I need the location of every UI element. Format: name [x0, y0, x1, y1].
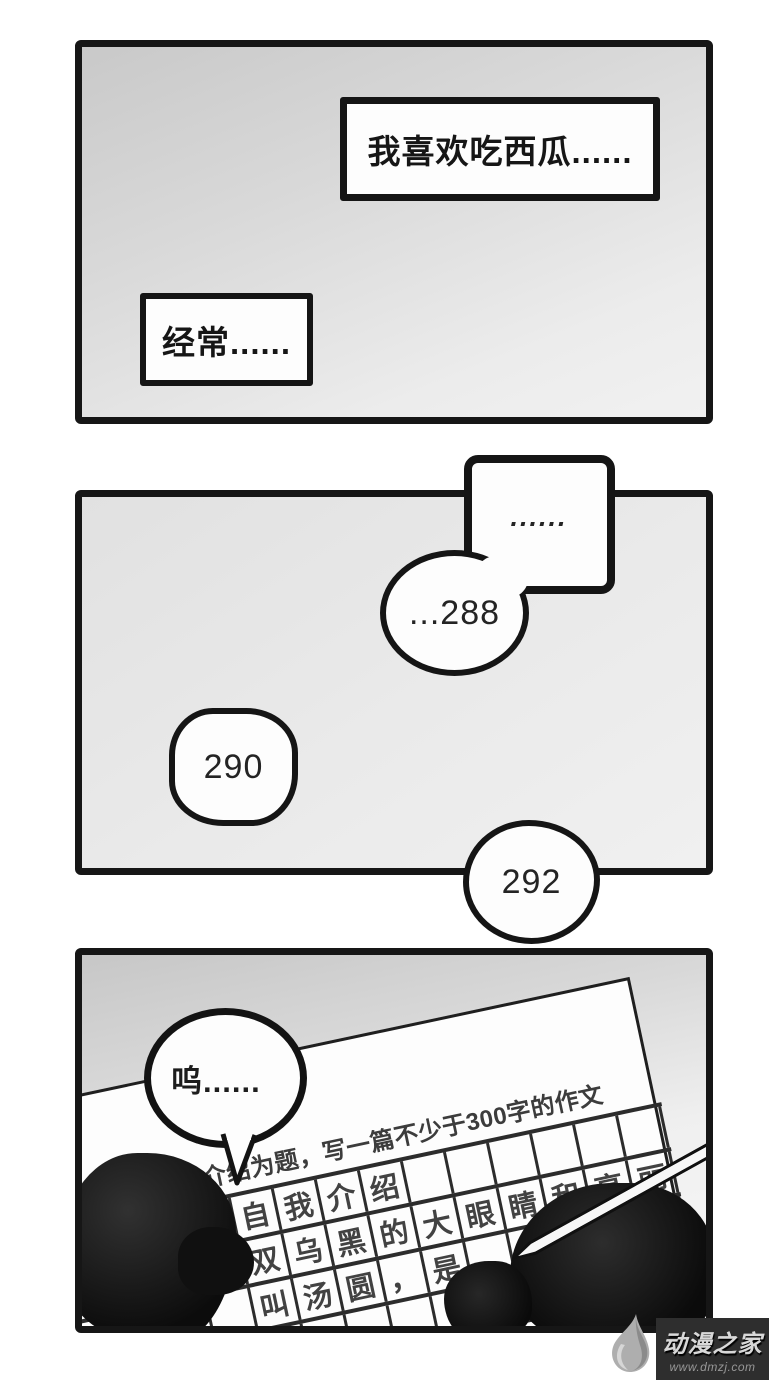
count-290: 290: [203, 747, 264, 786]
bubble-tail: [220, 1131, 258, 1186]
caption-text: 我喜欢吃西瓜......: [367, 133, 633, 170]
count-288: ...288: [408, 593, 501, 632]
silence-dots: ......: [507, 502, 572, 532]
comic-panel-1: 我喜欢吃西瓜...... 经常......: [75, 40, 713, 424]
left-paw-thumb: [178, 1227, 254, 1295]
whimper-text: 呜......: [171, 1063, 261, 1099]
watermark-box: 动漫之家 www.dmzj.com: [656, 1318, 769, 1380]
count-292: 292: [501, 862, 562, 901]
caption-text: 经常......: [161, 323, 291, 361]
site-watermark: 动漫之家 www.dmzj.com: [600, 1306, 769, 1380]
comic-panel-3: 以自我介绍为题，写一篇不少于300字的作文 自我介绍双乌黑的大眼睛和亮丽叫汤圆，…: [75, 948, 713, 1333]
watermark-site-url: www.dmzj.com: [669, 1360, 756, 1374]
speech-bubble-290: 290: [169, 708, 298, 826]
caption-box-watermelon: 我喜欢吃西瓜......: [340, 97, 660, 201]
right-paw-thumb: [444, 1261, 532, 1326]
bubble-junction: [476, 555, 528, 599]
panel-3-scene: 以自我介绍为题，写一篇不少于300字的作文 自我介绍双乌黑的大眼睛和亮丽叫汤圆，…: [82, 955, 706, 1326]
comic-panel-2: ...... ...288 290 292: [75, 455, 713, 944]
grid-cell: [618, 1106, 670, 1157]
caption-box-often: 经常......: [140, 293, 313, 386]
watermark-site-name: 动漫之家: [662, 1331, 763, 1358]
speech-bubble-whimper: 呜......: [144, 1008, 307, 1148]
speech-bubble-292: 292: [463, 820, 600, 944]
dmzj-drop-logo-icon: [612, 1314, 650, 1372]
